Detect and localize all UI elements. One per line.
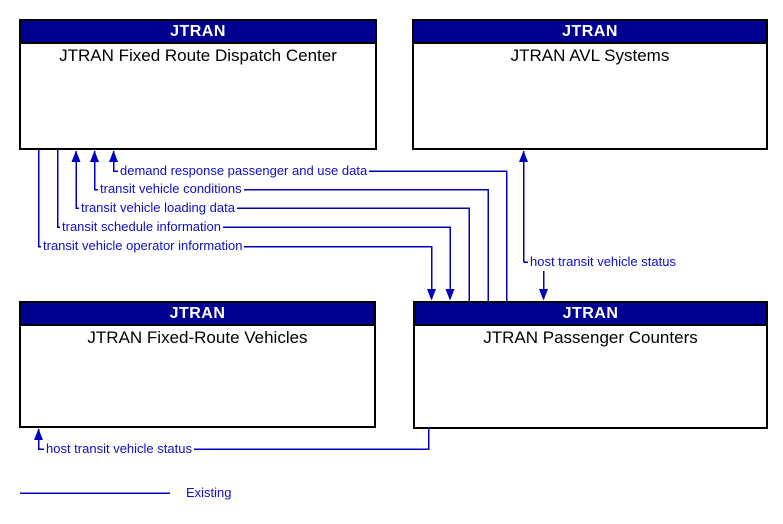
flow-label-host-status-right: host transit vehicle status [528,254,678,269]
flow-label-vehicle-conditions: transit vehicle conditions [98,181,244,196]
subsystem-box-vehicles-title: JTRAN Fixed-Route Vehicles [87,328,308,347]
subsystem-box-avl: JTRAN JTRAN AVL Systems [412,19,768,150]
subsystem-box-avl-header: JTRAN [414,21,766,44]
flow-label-host-status-bottom: host transit vehicle status [44,441,194,456]
legend-existing-label: Existing [186,485,232,500]
arrowhead-up-icon [109,150,118,162]
flow-line-schedule-information [56,150,451,299]
subsystem-box-dispatch-header: JTRAN [21,21,375,44]
subsystem-box-counters: JTRAN JTRAN Passenger Counters [413,301,768,429]
subsystem-box-avl-title: JTRAN AVL Systems [510,46,670,65]
arrowhead-up-icon [34,428,43,440]
subsystem-box-vehicles: JTRAN JTRAN Fixed-Route Vehicles [19,301,376,428]
arrowhead-down-icon [445,289,455,301]
arrowhead-up-icon [71,150,81,162]
flow-line-vehicle-loading [75,151,470,301]
flow-line-host-status-up [522,151,529,263]
subsystem-box-dispatch: JTRAN JTRAN Fixed Route Dispatch Center [19,19,377,150]
subsystem-box-dispatch-title: JTRAN Fixed Route Dispatch Center [59,46,337,65]
flow-label-demand-response: demand response passenger and use data [118,163,370,178]
arrowhead-down-icon [539,289,548,301]
subsystem-box-counters-title: JTRAN Passenger Counters [483,328,698,347]
flow-label-operator-information: transit vehicle operator information [41,238,245,253]
subsystem-box-counters-header: JTRAN [415,303,766,326]
flow-label-schedule-information: transit schedule information [60,219,223,234]
flow-label-vehicle-loading: transit vehicle loading data [79,200,237,215]
arrowhead-down-icon [427,289,436,301]
subsystem-box-vehicles-header: JTRAN [21,303,374,326]
arrowhead-up-icon [90,150,99,162]
arrowhead-up-icon [519,150,528,162]
flow-line-vehicle-conditions [93,151,489,301]
